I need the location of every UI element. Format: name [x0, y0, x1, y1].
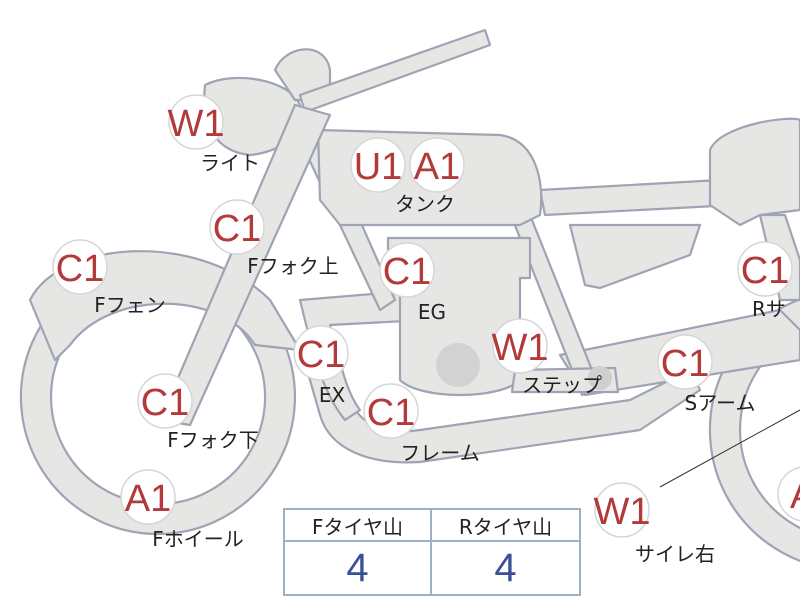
tail-shape [568, 223, 702, 290]
badge-rear-wheel[interactable]: A [777, 466, 800, 522]
badge-tank-2[interactable]: A1 [409, 137, 465, 193]
badge-front-fork-lower[interactable]: C1 [137, 373, 193, 429]
part-label-tank: タンク [395, 192, 455, 216]
badge-code: A1 [414, 146, 460, 188]
badge-code: A1 [125, 478, 171, 520]
badge-code: W1 [168, 103, 225, 145]
front-fork-shape [158, 103, 332, 427]
badge-exhaust[interactable]: C1 [293, 325, 349, 381]
frame-shape [298, 333, 702, 464]
badge-front-fork-upper[interactable]: C1 [209, 199, 265, 255]
rear-tread-header: Rタイヤ山 [432, 510, 579, 542]
step-peg [588, 366, 612, 390]
seat-shape [538, 178, 737, 217]
badge-code: U1 [354, 146, 403, 188]
part-label-light: ライト [200, 151, 260, 175]
badge-code: C1 [213, 208, 262, 250]
badge-code: C1 [741, 250, 790, 292]
part-label-exhaust: EX [319, 383, 346, 407]
badge-code: A [790, 475, 800, 517]
badge-front-fender[interactable]: C1 [52, 239, 108, 295]
muffler-leader-line [659, 409, 800, 488]
part-label-swing-arm: Sアーム [685, 391, 756, 415]
badge-code: C1 [367, 392, 416, 434]
badge-tank-1[interactable]: U1 [350, 137, 406, 193]
part-label-front-fork-lower: Fフォク下 [167, 428, 259, 452]
badge-rear-suspension[interactable]: C1 [737, 241, 793, 297]
badge-frame[interactable]: C1 [363, 383, 419, 439]
badge-code: C1 [56, 248, 105, 290]
badge-light[interactable]: W1 [168, 94, 225, 150]
rear-cowl [708, 117, 800, 227]
part-label-muffler-right: サイレ右 [635, 542, 715, 566]
rear-tread-value[interactable]: 4 [494, 545, 517, 590]
badge-step[interactable]: W1 [492, 318, 549, 374]
badge-swing-arm[interactable]: C1 [657, 334, 713, 390]
badge-code: W1 [492, 327, 549, 369]
front-tread-header: Fタイヤ山 [285, 510, 432, 542]
part-label-front-fender: Fフェン [94, 293, 166, 317]
part-label-front-fork-upper: Fフォク上 [247, 254, 339, 278]
badge-code: W1 [594, 491, 651, 533]
badge-code: C1 [661, 343, 710, 385]
part-label-rear-suspension: Rサ [752, 297, 786, 321]
tire-tread-table: Fタイヤ山 Rタイヤ山 4 4 [283, 508, 581, 596]
badge-front-wheel[interactable]: A1 [120, 469, 176, 525]
badge-engine[interactable]: C1 [379, 242, 435, 298]
front-tread-value[interactable]: 4 [285, 542, 432, 594]
engine-cover [436, 343, 480, 387]
part-label-frame: フレーム [400, 441, 479, 465]
part-label-step: ステップ [522, 373, 602, 397]
part-label-engine: EG [418, 300, 446, 324]
part-label-front-wheel: Fホイール [152, 527, 244, 551]
badge-code: C1 [141, 382, 190, 424]
badge-code: C1 [383, 251, 432, 293]
badge-muffler-right[interactable]: W1 [594, 482, 651, 538]
badge-code: C1 [297, 334, 346, 376]
